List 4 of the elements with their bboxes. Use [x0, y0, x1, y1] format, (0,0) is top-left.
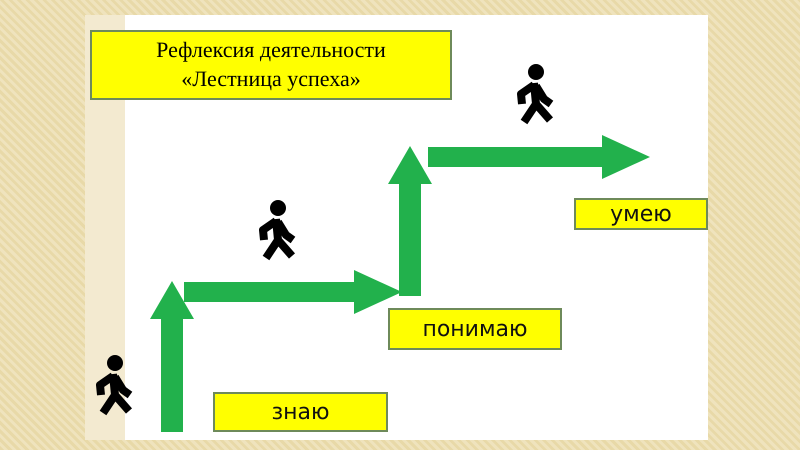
step-label-box: понимаю: [388, 308, 562, 350]
title-banner: Рефлексия деятельности «Лестница успеха»: [90, 30, 452, 100]
step-label-box: знаю: [213, 392, 388, 432]
step-label-box: умею: [574, 198, 708, 230]
